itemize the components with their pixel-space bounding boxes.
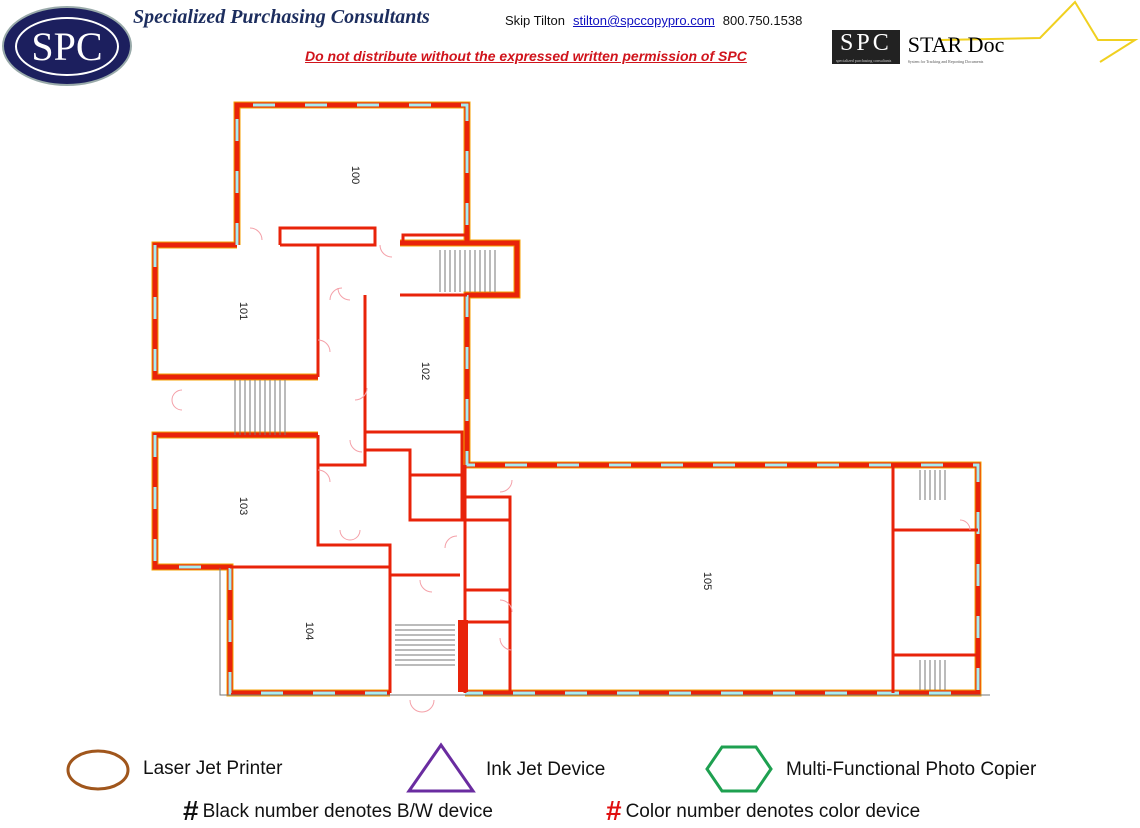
stairs bbox=[219, 250, 990, 696]
room-label-103: 103 bbox=[237, 497, 249, 515]
distribution-warning: Do not distribute without the expressed … bbox=[305, 48, 747, 64]
inkjet-triangle-icon bbox=[406, 742, 476, 793]
contact-email-link[interactable]: stilton@spccopypro.com bbox=[572, 13, 715, 28]
contact-phone: 800.750.1538 bbox=[722, 13, 803, 28]
spc-logo: SPC bbox=[2, 6, 132, 86]
room-label-100: 100 bbox=[349, 166, 361, 184]
copier-hexagon-icon bbox=[705, 745, 773, 793]
contact-name: Skip Tilton bbox=[505, 13, 565, 28]
room-label-101: 101 bbox=[237, 302, 249, 320]
floor-plan: 100 101 102 103 104 105 bbox=[151, 101, 990, 713]
legend-inkjet: Ink Jet Device bbox=[486, 759, 606, 780]
contact-info: Skip Tilton stilton@spccopypro.com 800.750… bbox=[505, 13, 802, 28]
solid-wall-block bbox=[458, 620, 468, 692]
room-label-102: 102 bbox=[419, 362, 431, 380]
doors bbox=[171, 227, 971, 713]
room-label-104: 104 bbox=[303, 622, 315, 640]
company-name: Specialized Purchasing Consultants bbox=[133, 6, 430, 28]
room-label-105: 105 bbox=[701, 572, 713, 590]
interior-walls bbox=[230, 226, 978, 693]
exterior-walls bbox=[151, 101, 982, 697]
color-note: #Color number denotes color device bbox=[606, 795, 921, 826]
legend-laser: Laser Jet Printer bbox=[143, 758, 283, 779]
laser-printer-circle-icon bbox=[66, 749, 130, 791]
legend-copier: Multi-Functional Photo Copier bbox=[786, 759, 1037, 780]
star-icon bbox=[939, 0, 1139, 63]
bw-note: #Black number denotes B/W device bbox=[183, 795, 493, 826]
